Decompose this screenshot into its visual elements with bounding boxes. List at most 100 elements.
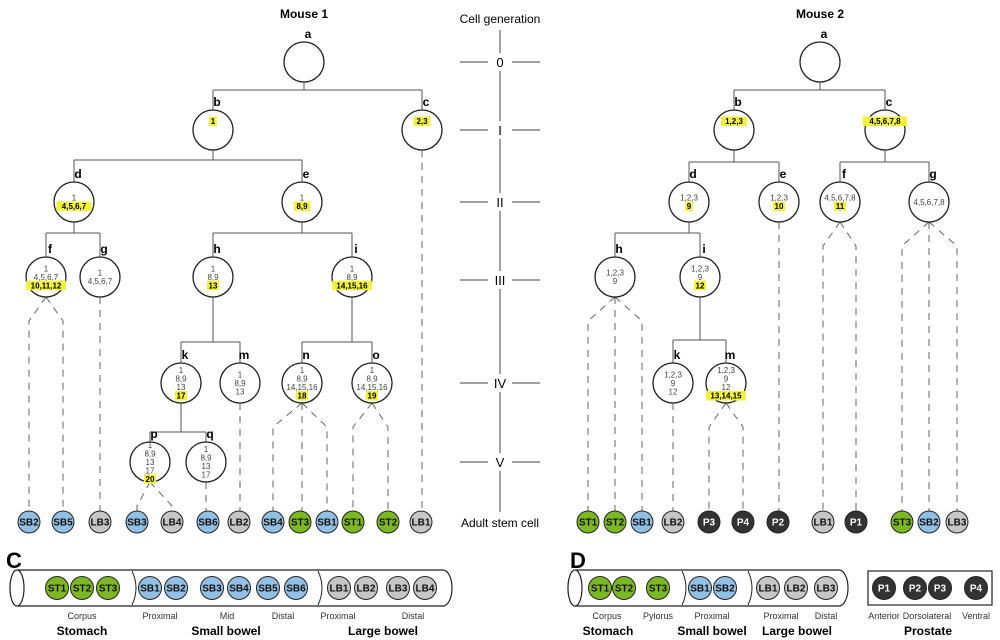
panel-d-cell-p3-label: P3 xyxy=(934,584,947,595)
generation-label: II xyxy=(496,195,503,210)
mouse2-new-marker-text: 1,2,3 xyxy=(725,117,743,126)
panel-c-sublabel: Distal xyxy=(402,611,425,621)
mouse1-node-marker-text: 1 xyxy=(98,269,103,278)
panel-d-cell-st3-circle xyxy=(646,576,670,600)
mouse1-node-marker-text: 4,5,6,7 xyxy=(88,277,113,286)
mouse2-node-letter: m xyxy=(725,348,736,362)
mouse1-new-marker-highlight xyxy=(295,391,309,401)
mouse2-lineage-dashed-edge xyxy=(614,296,643,511)
mouse2-new-marker-highlight xyxy=(772,201,786,211)
mouse1-leaf-st3-circle xyxy=(288,510,312,534)
mouse2-leaf-lb2-circle xyxy=(661,510,685,534)
panel-c-cell-sb4-label: SB4 xyxy=(229,584,249,595)
panel-d-cell-sb1-label: SB1 xyxy=(690,584,710,595)
panel-d-group-label: Small bowel xyxy=(677,624,746,638)
mouse1-new-marker-highlight xyxy=(26,280,66,291)
panel-c-cell-sb2-circle xyxy=(164,576,188,600)
mouse2-lineage-dashed-edge xyxy=(839,221,857,511)
mouse1-node-letter: g xyxy=(100,242,107,256)
panel-c-sublabel: Proximal xyxy=(320,611,355,621)
mouse1-node-a xyxy=(283,41,325,83)
mouse2-leaf-p1-circle xyxy=(844,510,868,534)
mouse2-new-marker-highlight xyxy=(693,280,707,291)
mouse1-node-marker-text: 1 xyxy=(370,366,375,375)
mouse1-title: Mouse 1 xyxy=(280,7,328,21)
mouse1-node-c xyxy=(401,109,443,151)
mouse2-leaf-st3-label: ST3 xyxy=(893,518,912,529)
panel-c-cell-st3-circle xyxy=(96,576,120,600)
mouse2-leaf-p4-circle xyxy=(731,510,755,534)
panel-c-cell-sb6-circle xyxy=(284,576,308,600)
panel-c-cell-sb4-circle xyxy=(227,576,251,600)
panel-d-cell-p4-circle xyxy=(964,576,988,600)
mouse1-lineage-dashed-edge xyxy=(136,481,151,511)
panel-c-cell-sb5-circle xyxy=(256,576,280,600)
mouse2-leaf-sb2-label: SB2 xyxy=(919,518,939,529)
panel-c-sublabel: Corpus xyxy=(67,611,97,621)
mouse2-leaf-st2-circle xyxy=(603,510,627,534)
mouse1-new-marker-highlight xyxy=(209,116,217,126)
generation-label-bg xyxy=(489,271,511,289)
mouse1-leaf-sb1-label: SB1 xyxy=(317,518,337,529)
mouse1-node-marker-text: 13 xyxy=(146,458,155,467)
generation-label-bg xyxy=(489,121,511,139)
panel-d-cell-sb1-circle xyxy=(688,576,712,600)
mouse1-leaf-sb2-circle xyxy=(17,510,41,534)
mouse2-leaf-st1-label: ST1 xyxy=(579,518,598,529)
panel-c-cell-lb2-circle xyxy=(354,576,378,600)
panel-d-sublabel: Proximal xyxy=(694,611,729,621)
mouse1-node-marker-text: 13 xyxy=(177,383,186,392)
mouse2-leaf-lb1-circle xyxy=(811,510,835,534)
mouse1-node-marker-text: 17 xyxy=(202,471,211,480)
panel-d-cell-st1-label: ST1 xyxy=(591,584,610,595)
mouse1-lineage-dashed-edge xyxy=(371,402,389,511)
mouse2-lineage-dashed-edge xyxy=(587,296,616,511)
mouse1-node-marker-text: 8,9 xyxy=(200,454,212,463)
mouse1-leaf-lb2-circle xyxy=(227,510,251,534)
mouse1-node-letter: a xyxy=(305,27,312,41)
mouse1-node-letter: e xyxy=(303,167,310,181)
mouse2-new-marker-highlight xyxy=(685,201,693,211)
panel-d-sublabel: Anterior xyxy=(868,611,900,621)
mouse2-new-marker-text: 10 xyxy=(775,202,784,211)
mouse1-node-q xyxy=(185,441,227,483)
mouse1-node-marker-text: 1 xyxy=(148,441,153,450)
mouse1-node-marker-text: 8,9 xyxy=(296,375,308,384)
adult-stem-cell-label: Adult stem cell xyxy=(461,516,539,530)
mouse2-leaf-sb2-circle xyxy=(917,510,941,534)
panel-d-group-label: Prostate xyxy=(904,624,952,638)
mouse1-new-marker-text: 2,3 xyxy=(416,117,428,126)
mouse2-new-marker-text: 12 xyxy=(696,281,705,290)
panel-c-group-label: Stomach xyxy=(57,624,108,638)
mouse2-new-marker-text: 13,14,15 xyxy=(710,392,742,401)
panel-c-cell-lb2-label: LB2 xyxy=(357,584,376,595)
mouse1-leaf-sb4-label: SB4 xyxy=(263,518,283,529)
mouse2-title: Mouse 2 xyxy=(796,7,844,21)
mouse1-leaf-sb4-circle xyxy=(261,510,285,534)
generation-label: I xyxy=(498,123,502,138)
mouse1-leaf-sb5-circle xyxy=(51,510,75,534)
panel-c-cell-lb4-label: LB4 xyxy=(416,584,435,595)
panel-d-cell-lb2-circle xyxy=(784,576,808,600)
mouse1-node-letter: n xyxy=(302,348,309,362)
panel-d-letter: D xyxy=(570,548,586,573)
mouse1-node-letter: d xyxy=(74,167,81,181)
mouse2-new-marker-text: 4,5,6,7,8 xyxy=(869,117,901,126)
panel-c-segment-divider xyxy=(317,570,323,606)
panel-c-cell-sb5-label: SB5 xyxy=(258,584,278,595)
mouse2-leaf-p3-circle xyxy=(697,510,721,534)
panel-c-cell-lb1-circle xyxy=(327,576,351,600)
panel-d-cell-st3-label: ST3 xyxy=(649,584,668,595)
mouse2-node-letter: f xyxy=(842,167,847,181)
mouse1-new-marker-highlight xyxy=(293,201,311,211)
mouse2-node-letter: a xyxy=(821,27,828,41)
mouse1-new-marker-text: 8,9 xyxy=(296,202,308,211)
mouse1-node-letter: q xyxy=(206,427,213,441)
panel-c-group-label: Small bowel xyxy=(191,624,260,638)
mouse2-leaf-sb1-label: SB1 xyxy=(632,518,652,529)
mouse2-leaf-lb2-label: LB2 xyxy=(664,518,683,529)
mouse2-node-marker-text: 1,2,3 xyxy=(770,194,788,203)
mouse1-leaf-lb3-label: LB3 xyxy=(91,518,110,529)
mouse1-node-marker-text: 8,9 xyxy=(144,449,156,458)
panel-d-cell-sb2-label: SB2 xyxy=(715,584,735,595)
